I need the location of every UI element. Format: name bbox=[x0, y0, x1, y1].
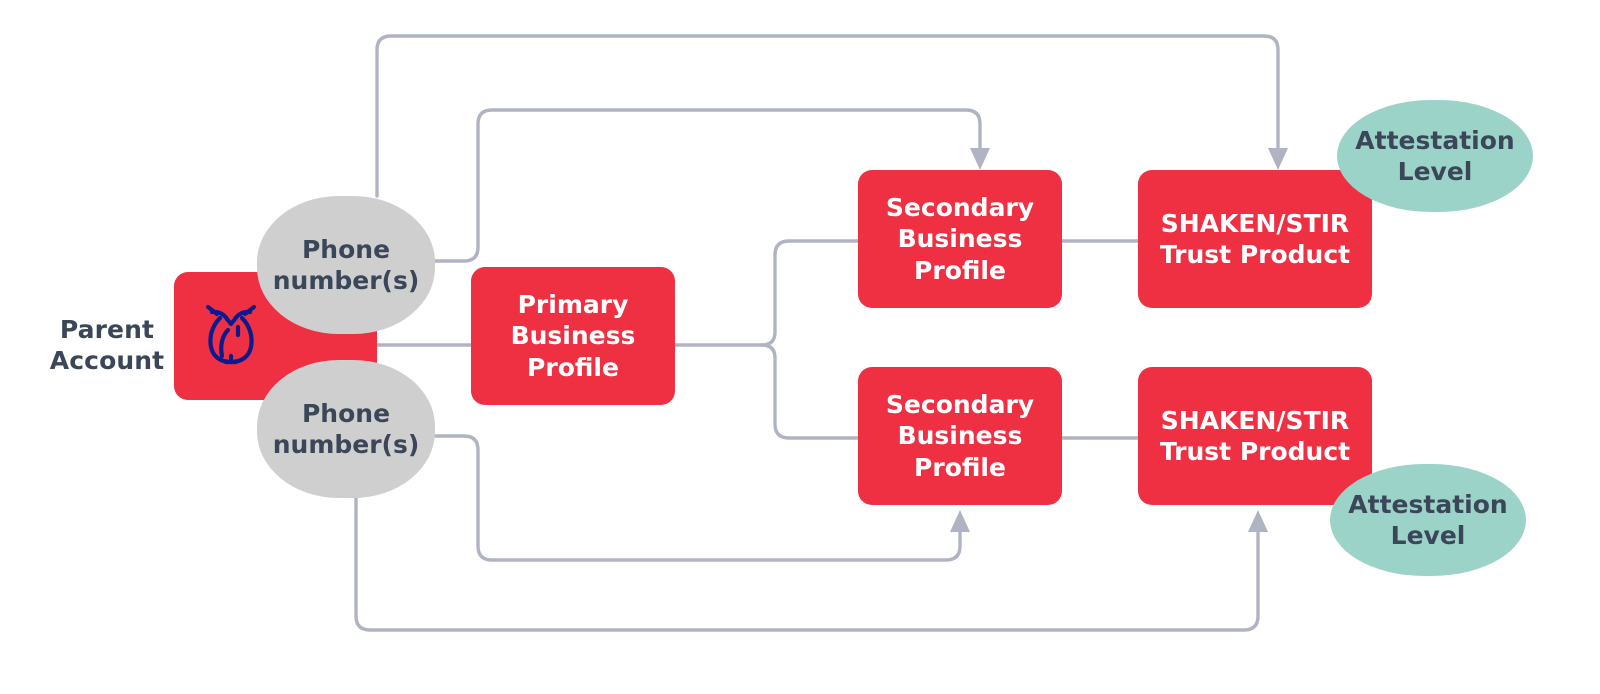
arrowhead-secondary-bottom bbox=[950, 510, 970, 532]
secondary-business-profile-box-top[interactable]: Secondary Business Profile bbox=[858, 170, 1062, 308]
arrowhead-secondary-top bbox=[970, 148, 990, 170]
phone-numbers-bubble-bottom[interactable]: Phone number(s) bbox=[257, 360, 435, 498]
shaken-stir-trust-product-box-top[interactable]: SHAKEN/STIR Trust Product bbox=[1138, 170, 1372, 308]
wire-branch-down-to-secondary-bottom bbox=[760, 343, 860, 440]
secondary-business-profile-box-bottom[interactable]: Secondary Business Profile bbox=[858, 367, 1062, 505]
wire-branch-up-to-secondary-top bbox=[760, 239, 860, 347]
arrowhead-shaken-bottom bbox=[1248, 510, 1268, 532]
primary-business-profile-box[interactable]: Primary Business Profile bbox=[471, 267, 675, 405]
attestation-level-blob-bottom[interactable]: Attestation Level bbox=[1330, 464, 1526, 576]
wire-phone-bottom-to-shaken-bottom bbox=[354, 472, 1260, 632]
shaken-stir-trust-product-box-bottom[interactable]: SHAKEN/STIR Trust Product bbox=[1138, 367, 1372, 505]
parent-account-caption: Parent Account bbox=[49, 314, 165, 376]
attestation-level-blob-top[interactable]: Attestation Level bbox=[1337, 100, 1533, 212]
phone-numbers-bubble-top[interactable]: Phone number(s) bbox=[257, 196, 435, 334]
arrowhead-shaken-top bbox=[1268, 148, 1288, 170]
